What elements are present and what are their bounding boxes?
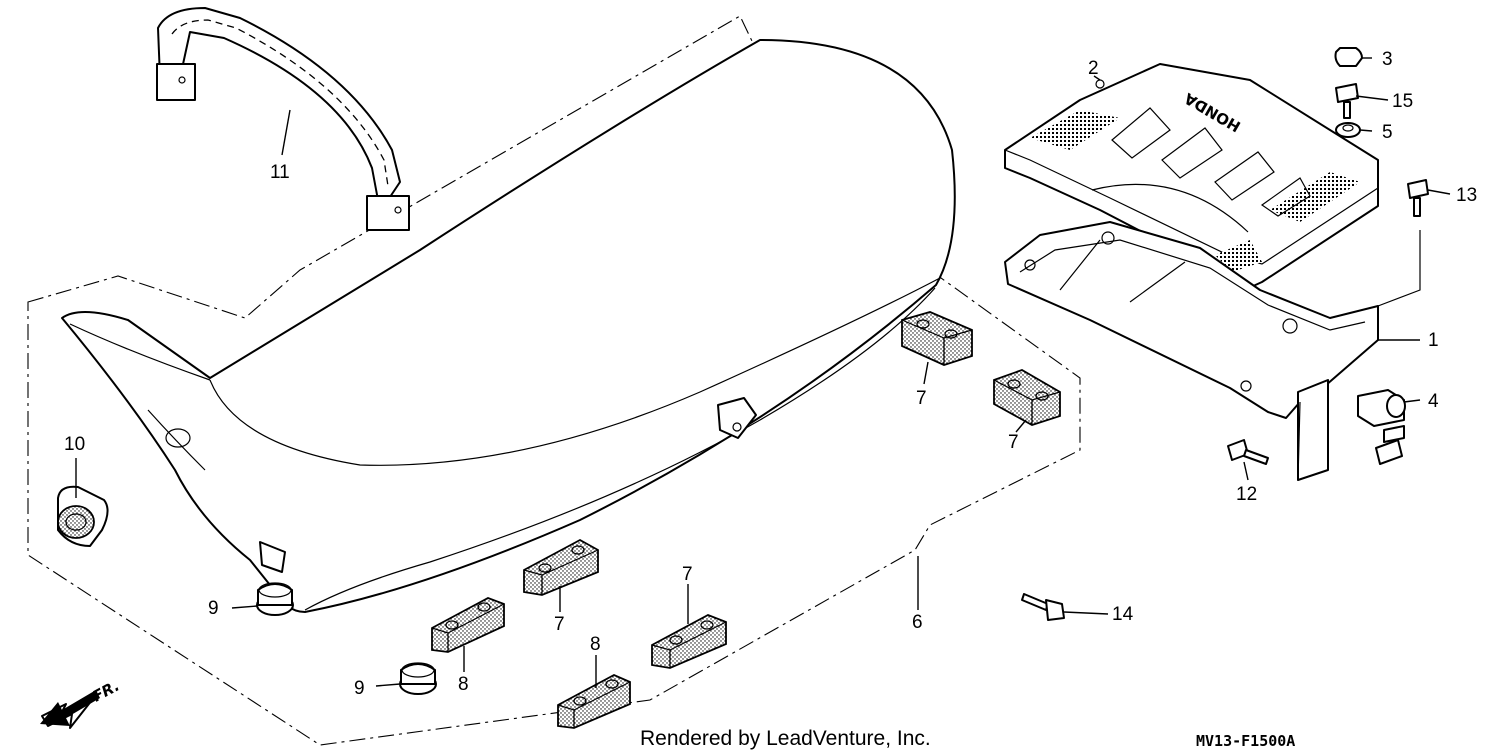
foam-block-part-8-b [557,674,631,729]
callout-10: 10 [64,434,85,455]
callout-4: 4 [1428,391,1439,412]
foam-block-part-7-c [523,538,599,596]
drawing-code: MV13-F1500A [1196,732,1295,750]
bolt-part-14 [1021,593,1065,621]
callout-5: 5 [1382,122,1393,143]
bolt-part-15 [1335,83,1359,119]
callout-2: 2 [1088,58,1099,79]
seat-catch-bracket-part-1 [1004,221,1379,481]
seat-rubber-part-10 [57,485,109,547]
leader-lines [75,57,1451,688]
seat-part-6 [61,39,956,613]
washer-part-5 [1335,122,1361,138]
callout-8-a: 8 [458,674,469,695]
front-direction-arrow: FR. [40,677,122,729]
callout-15: 15 [1392,91,1413,112]
foam-block-part-7-a [901,311,973,366]
callout-7-a: 7 [916,388,927,409]
credit-text: Rendered by LeadVenture, Inc. [640,727,931,750]
bolt-part-13 [1407,179,1429,217]
callout-9-a: 9 [208,598,219,619]
cushion-part-9-lower [399,662,437,695]
foam-block-part-8-a [431,597,505,653]
cushion-part-9-upper [256,582,294,616]
callout-8-b: 8 [590,634,601,655]
callout-11: 11 [270,162,290,183]
rear-carrier-part-2: HONDA [1004,63,1379,293]
seat-lock-part-4 [1357,389,1406,465]
callout-3: 3 [1382,49,1393,70]
bolt-part-12 [1227,439,1269,465]
callout-1: 1 [1428,330,1439,351]
callout-7-b: 7 [1008,432,1019,453]
callout-14: 14 [1112,604,1134,625]
callout-12: 12 [1236,484,1257,505]
callout-13: 13 [1456,185,1477,206]
callout-7-d: 7 [682,564,693,585]
callout-labels: 1 2 3 4 5 6 7 7 7 7 8 8 9 9 10 11 12 13 … [64,49,1477,699]
seat-assembly-boundary [27,15,1081,746]
callout-6: 6 [912,612,923,633]
callout-7-c: 7 [554,614,565,635]
foam-block-part-7-b [993,369,1061,426]
foam-block-part-7-d [651,614,727,669]
callout-9-b: 9 [354,678,365,699]
cap-part-3 [1334,47,1363,67]
grab-strap-part-11 [156,7,410,231]
